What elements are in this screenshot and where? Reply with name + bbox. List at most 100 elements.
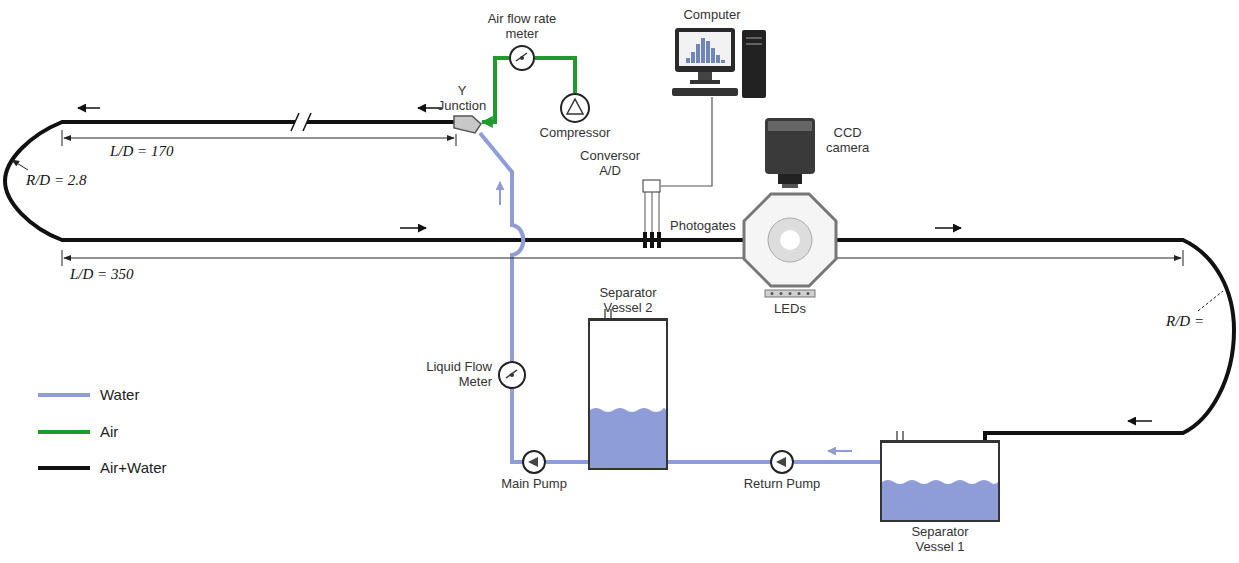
radius-leader: [1198, 291, 1223, 311]
led-dots: [771, 292, 810, 295]
pipe-connector: [668, 460, 770, 464]
pump: Main Pump: [522, 450, 546, 474]
pump-impeller: [528, 457, 538, 467]
ccd-camera-lens: [778, 174, 802, 184]
flow-arrow: [828, 450, 852, 452]
computer-tower: [742, 30, 766, 98]
component-label: Main Pump: [501, 477, 567, 492]
pump-symbol: [772, 452, 792, 472]
flow-arrow: [78, 107, 100, 109]
component-label: Separator Vessel 1: [905, 525, 975, 555]
flow-arrow: [935, 227, 961, 229]
water-pipe: [480, 133, 523, 361]
led: [771, 292, 774, 295]
histogram-bar: [691, 52, 695, 63]
flow-arrow: [400, 227, 426, 229]
photogate: [650, 232, 654, 248]
pump-impeller: [776, 457, 786, 467]
tower-detail: [746, 38, 762, 44]
photogate: [657, 232, 661, 248]
monitor-base: [690, 80, 720, 84]
water-fill: [882, 443, 998, 520]
flow-meter-symbol: [500, 363, 524, 387]
component-label: LEDs: [774, 302, 806, 317]
component-label: Conversor A/D: [580, 149, 640, 179]
pipe-section: [768, 218, 812, 262]
pipe-bore: [780, 230, 800, 250]
pipe-connector: [794, 460, 880, 464]
led: [798, 292, 801, 295]
component-label: Computer: [683, 8, 740, 23]
pipe-break-mark: [291, 113, 311, 131]
flow-meter-symbol: [511, 47, 533, 69]
separator-vessel: Separator Vessel 1: [880, 440, 1000, 522]
water-fill: [590, 321, 666, 468]
meter-pivot: [510, 373, 514, 377]
ccd-camera-top: [768, 121, 812, 131]
meter-needle: [516, 53, 527, 61]
legend-swatch: [38, 466, 90, 470]
photogate: [643, 232, 647, 248]
flow-arrow: [499, 182, 501, 205]
pump-symbol: [524, 452, 544, 472]
flow-arrow: [1128, 420, 1152, 422]
component-label: Return Pump: [744, 477, 821, 492]
flow-meter: Liquid Flow Meter: [498, 361, 526, 389]
compressor-triangle: [567, 99, 583, 114]
pump: Return Pump: [770, 450, 794, 474]
legend-swatch: [38, 393, 90, 397]
dimension-label: R/D =: [1166, 313, 1204, 330]
compressor-symbol: [562, 95, 588, 121]
separator-vessel: Separator Vessel 2: [588, 318, 668, 470]
histogram-bar: [686, 58, 690, 63]
meter-needle: [506, 370, 517, 378]
component-label: Liquid Flow Meter: [416, 360, 492, 390]
computer-monitor: [675, 28, 735, 72]
histogram-bar: [701, 38, 705, 63]
visualization-box: [744, 194, 836, 286]
histogram-bar: [696, 44, 700, 63]
signal-cable: [661, 97, 712, 186]
histogram: [686, 38, 725, 63]
monitor-stand: [698, 72, 712, 80]
water: [590, 408, 666, 468]
component-label: CCD camera: [826, 126, 869, 156]
vessel-vent: [894, 431, 906, 440]
water: [882, 480, 998, 520]
led: [807, 292, 810, 295]
ccd-camera-lens: [782, 184, 798, 188]
dimension-line: [64, 138, 454, 139]
dimension-label: R/D = 2.8: [26, 172, 87, 189]
led: [789, 292, 792, 295]
y-junction: [454, 116, 481, 133]
pipe-connector: [546, 460, 588, 464]
histogram-bar: [721, 60, 725, 63]
dimension-tick: [62, 250, 1183, 266]
legend-swatch: [38, 430, 90, 434]
dimension-line: [64, 258, 1181, 259]
radius-leader: [12, 160, 28, 170]
photogate-wire: [645, 192, 659, 232]
legend-label: Air: [100, 423, 118, 440]
histogram-bar: [706, 41, 710, 63]
histogram-bar: [716, 55, 720, 63]
compressor: Compressor: [560, 93, 590, 123]
ad-converter-box: [643, 180, 660, 192]
meter-pivot: [520, 56, 524, 60]
keyboard: [672, 88, 738, 96]
led-panel: [765, 290, 815, 297]
dimension-label: L/D = 350: [70, 266, 133, 283]
legend-label: Air+Water: [100, 459, 167, 476]
dimension-label: L/D = 170: [110, 143, 173, 160]
component-label: Air flow rate meter: [482, 12, 562, 42]
flow-meter: Air flow rate meter: [509, 45, 535, 71]
histogram-bar: [711, 48, 715, 63]
led: [780, 292, 783, 295]
ccd-camera-body: [765, 118, 815, 174]
computer-screen: [679, 32, 731, 66]
legend-label: Water: [100, 386, 139, 403]
pipe-connector: [512, 389, 522, 462]
